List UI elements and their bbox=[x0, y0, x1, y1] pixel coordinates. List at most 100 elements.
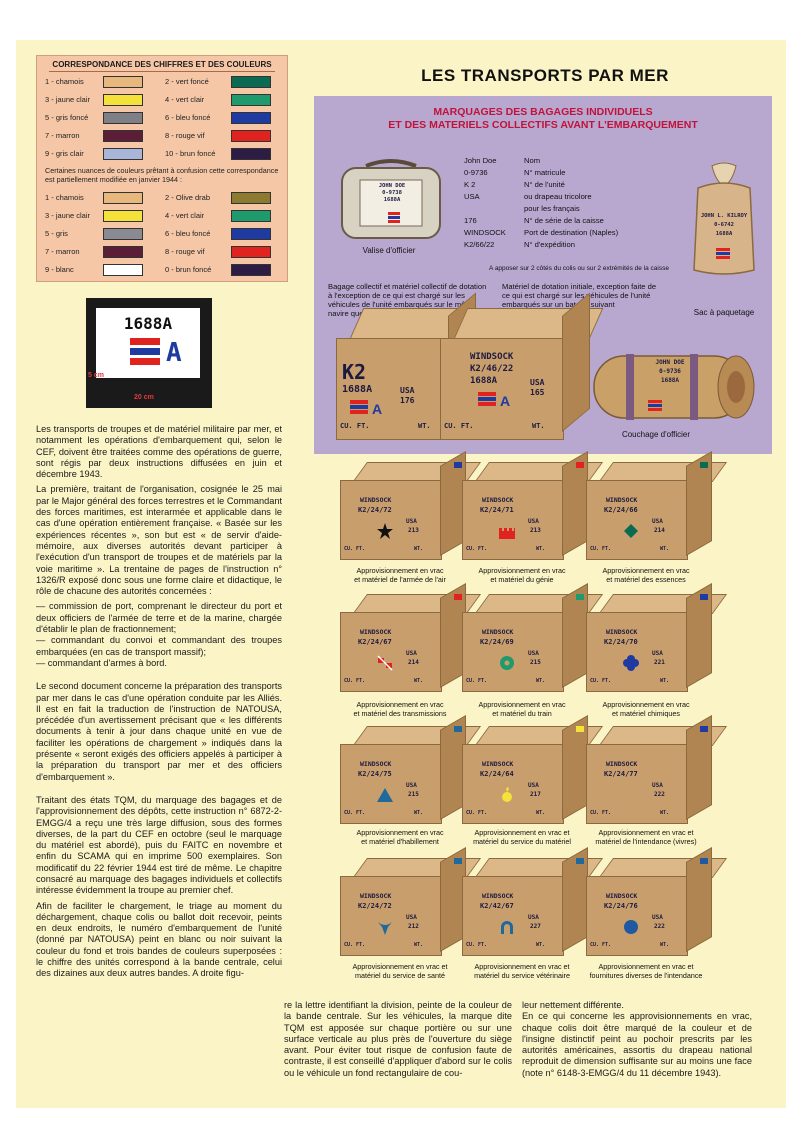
crate-color-mark bbox=[576, 858, 584, 864]
color-swatch bbox=[103, 130, 143, 142]
crate-shipment-code: 1688A bbox=[342, 384, 373, 395]
marking-line: 1688A bbox=[715, 231, 733, 237]
paragraph: re la lettre identifiant la division, pe… bbox=[284, 1000, 512, 1078]
legend-description: Nom bbox=[524, 156, 541, 165]
crate-serial: 221 bbox=[654, 659, 665, 666]
crate-caption-line: Approvisionnement en vrac bbox=[478, 566, 566, 575]
legend-description: pour les français bbox=[524, 204, 580, 213]
color-code-label: 5 - gris foncé bbox=[45, 113, 89, 122]
crate-shipment-code: K2/24/76 bbox=[604, 902, 638, 910]
crate-weight: WT. bbox=[532, 422, 545, 430]
panel-title-line: ET DES MATERIELS COLLECTIFS AVANT L'EMBA… bbox=[388, 119, 698, 131]
crate-volume: CU. FT. bbox=[344, 678, 366, 684]
color-swatch bbox=[231, 94, 271, 106]
legend-code: USA bbox=[464, 192, 480, 201]
legend-row: John Doe Nom bbox=[464, 156, 684, 168]
crate-volume: CU. FT. bbox=[466, 810, 488, 816]
marking-line: 0-9738 bbox=[382, 190, 402, 196]
collective-baggage-caption: Bagage collectif et matériel collectif d… bbox=[328, 282, 487, 318]
legend-code: John Doe bbox=[464, 156, 497, 165]
horseshoe-icon bbox=[498, 918, 516, 936]
color-code-label: 9 - gris clair bbox=[45, 149, 84, 158]
crate-face bbox=[462, 876, 564, 956]
crate-caption-line: Approvisionnement en vrac et bbox=[352, 962, 448, 971]
crate-caption-line: matériel du service de santé bbox=[355, 971, 445, 980]
paragraph: Afin de faciliter le chargement, le tria… bbox=[36, 900, 282, 979]
color-code-row: 6 - bleu foncé bbox=[165, 228, 283, 240]
color-code-label: 2 - Olive drab bbox=[165, 193, 211, 202]
crate-side bbox=[562, 846, 588, 952]
crate-face bbox=[586, 744, 688, 824]
crate-shipment-code: K2/42/67 bbox=[480, 902, 514, 910]
crate-shipment-code: K2/24/69 bbox=[480, 638, 514, 646]
officer-suitcase-icon bbox=[341, 159, 441, 239]
legend-code: 0-9736 bbox=[464, 168, 488, 177]
crate-shipment-code: K2/24/75 bbox=[358, 770, 392, 778]
crate-serial: 213 bbox=[408, 527, 419, 534]
crate-weight: WT. bbox=[536, 810, 546, 816]
crate-port: WINDSOCK bbox=[360, 628, 392, 636]
color-swatch bbox=[231, 228, 271, 240]
duffel-bag-caption: Sac à paquetage bbox=[693, 308, 755, 317]
color-code-label: 6 - bleu foncé bbox=[165, 113, 211, 122]
color-code-label: 3 - jaune clair bbox=[45, 95, 91, 104]
color-swatch bbox=[231, 112, 271, 124]
crate-face bbox=[462, 612, 564, 692]
article-column-left: Les transports de troupes et de matériel… bbox=[36, 424, 282, 984]
crate-weight: WT. bbox=[660, 678, 670, 684]
crate-caption-line: et matériel d'habillement bbox=[361, 837, 439, 846]
legend-description: N° de série de la caisse bbox=[524, 216, 604, 225]
color-swatch bbox=[103, 148, 143, 160]
crate-port: WINDSOCK bbox=[482, 892, 514, 900]
crate-volume: CU. FT. bbox=[344, 546, 366, 552]
crate-usa: USA bbox=[652, 650, 663, 657]
color-code-row: 6 - bleu foncé bbox=[165, 112, 283, 124]
color-code-label: 4 - vert clair bbox=[165, 95, 205, 104]
color-code-row: 9 - blanc bbox=[45, 264, 163, 276]
crate-color-mark bbox=[700, 858, 708, 864]
crate-color-mark bbox=[454, 594, 462, 600]
crate-caption-line: et matériel des transmissions bbox=[353, 709, 447, 718]
crate-face bbox=[462, 744, 564, 824]
paragraph: Les transports de troupes et de matériel… bbox=[36, 424, 282, 480]
crate-caption-line: Approvisionnement en vrac bbox=[602, 566, 690, 575]
diamond-icon bbox=[622, 522, 640, 540]
crate-weight: WT. bbox=[536, 678, 546, 684]
legend-description: Port de destination (Naples) bbox=[524, 228, 619, 237]
color-swatch bbox=[103, 264, 143, 276]
color-code-row: 4 - vert clair bbox=[165, 210, 283, 222]
color-code-row: 1 - chamois bbox=[45, 192, 163, 204]
panel-title-line: MARQUAGES DES BAGAGES INDIVIDUELS bbox=[433, 106, 653, 118]
legend-code: K2/66/22 bbox=[464, 240, 495, 249]
crate-stripes-icon: A bbox=[350, 400, 382, 417]
crate-side bbox=[686, 582, 712, 688]
legend-row: pour les français bbox=[464, 204, 684, 216]
crate-volume: CU. FT. bbox=[444, 422, 474, 430]
crate-serial: 227 bbox=[530, 923, 541, 930]
crate-usa: USA bbox=[652, 518, 663, 525]
crate-color-mark bbox=[700, 726, 708, 732]
color-code-row: 2 - vert foncé bbox=[165, 76, 283, 88]
crate-usa: USA bbox=[652, 914, 663, 921]
legend-description: ou drapeau tricolore bbox=[524, 192, 592, 201]
tag-panel: 1688A A bbox=[96, 308, 200, 378]
crate-port: WINDSOCK bbox=[482, 496, 514, 504]
crate-face bbox=[340, 612, 442, 692]
crate-color-mark bbox=[454, 462, 462, 468]
crate-port: WINDSOCK bbox=[606, 892, 638, 900]
crate-caption-line: Approvisionnement en vrac bbox=[356, 700, 444, 709]
color-code-row: 1 - chamois bbox=[45, 76, 163, 88]
crate-unit-code: K2 bbox=[342, 360, 367, 384]
crate-caption-line: matériel du service du matériel bbox=[473, 837, 571, 846]
marking-line: JOHN L. KILROY bbox=[700, 213, 748, 219]
